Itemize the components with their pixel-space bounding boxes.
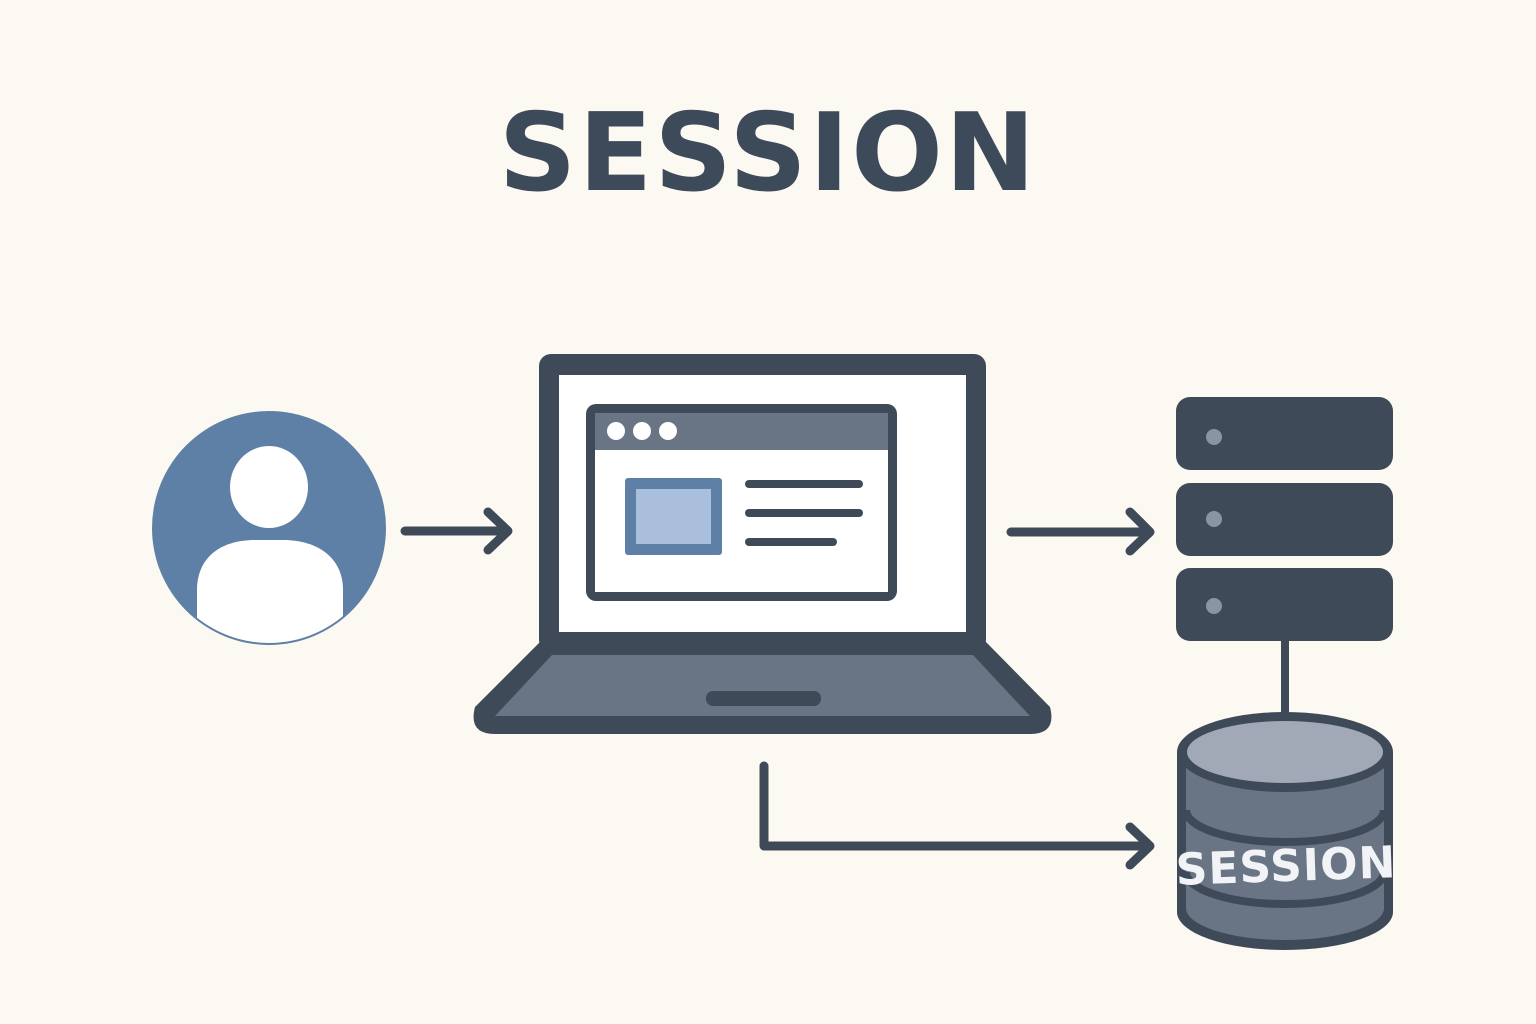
database-label: SESSION: [1175, 837, 1397, 896]
arrow-right-icon: [759, 761, 1155, 870]
laptop-icon: [473, 354, 1052, 734]
browser-window-icon: [586, 404, 897, 601]
diagram-title: SESSION: [498, 91, 1038, 216]
database-cylinder-icon: SESSION: [1175, 712, 1397, 950]
server-rack-icon: [1176, 397, 1393, 714]
arrow-right-icon: [400, 507, 513, 555]
arrow-right-icon: [1006, 507, 1155, 556]
user-avatar-icon: [152, 411, 386, 645]
